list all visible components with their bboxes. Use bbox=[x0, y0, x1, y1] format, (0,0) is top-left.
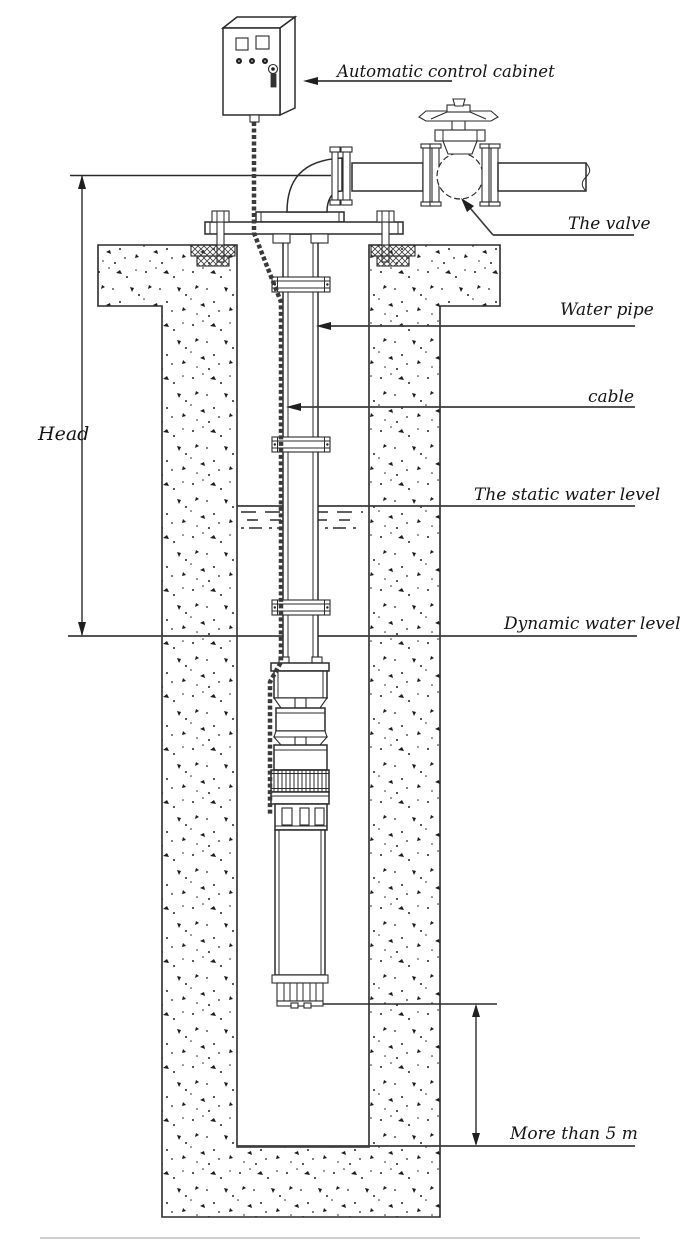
anchor-bolt-left bbox=[190, 210, 236, 267]
static-water-level-label: The static water level bbox=[474, 485, 660, 505]
concrete-cross-section bbox=[97, 244, 501, 1218]
pump-bowl-stage bbox=[273, 744, 328, 771]
min-submergence-label: More than 5 m bbox=[509, 1124, 638, 1144]
cable-label: cable bbox=[588, 387, 634, 407]
arrow-down-icon bbox=[78, 622, 86, 636]
head-label: Head bbox=[37, 423, 89, 445]
cabinet-label: Automatic control cabinet bbox=[335, 62, 555, 81]
pipe-break-icon bbox=[581, 162, 591, 192]
label-cabinet: Automatic control cabinet bbox=[303, 62, 555, 85]
wellhead bbox=[190, 210, 416, 267]
indicator-window bbox=[255, 35, 270, 50]
motor-bottom-band bbox=[271, 974, 329, 984]
check-valve-casing bbox=[273, 670, 328, 699]
label-water-pipe: Water pipe bbox=[316, 300, 654, 330]
arrow-left-icon bbox=[286, 403, 301, 411]
horizontal-pipe bbox=[351, 162, 424, 192]
surface-piping bbox=[286, 98, 591, 213]
motor-bottom-cap bbox=[276, 1000, 324, 1007]
arrow-left-icon bbox=[303, 77, 318, 85]
motor-body bbox=[274, 829, 326, 976]
valve-body bbox=[436, 152, 484, 200]
arrow-up-icon bbox=[78, 175, 86, 189]
valve-label: The valve bbox=[568, 214, 651, 234]
control-cabinet bbox=[220, 15, 298, 123]
valve-bonnet bbox=[442, 140, 478, 155]
outlet-pipe bbox=[497, 162, 587, 192]
dynamic-water-level-label: Dynamic water level bbox=[503, 614, 680, 634]
arrow-up-icon bbox=[472, 1004, 480, 1017]
pump-top-bolt bbox=[311, 656, 323, 664]
valve-stem-nut bbox=[452, 98, 466, 107]
discharge-flange-plate bbox=[255, 211, 345, 223]
pump-bowl-stage bbox=[275, 707, 326, 732]
head-dimension bbox=[78, 175, 86, 636]
pipe-flange-coupling bbox=[271, 436, 331, 453]
valve-flange-left bbox=[420, 143, 442, 207]
arrow-upleft-icon bbox=[461, 198, 474, 212]
arrow-down-icon bbox=[472, 1133, 480, 1146]
cable-gland bbox=[249, 114, 260, 123]
valve-flange-right bbox=[479, 143, 501, 207]
anchor-bolt-right bbox=[370, 210, 416, 267]
annotations: Automatic control cabinet The valve Wate… bbox=[37, 62, 680, 1144]
submersible-pump bbox=[270, 656, 330, 1009]
label-cable: cable bbox=[286, 387, 635, 411]
valve bbox=[418, 98, 499, 200]
label-valve: The valve bbox=[461, 198, 651, 236]
suction-band bbox=[270, 791, 330, 805]
cabinet-side bbox=[279, 15, 296, 117]
indicator-window bbox=[235, 37, 249, 51]
pipe-flange-pair bbox=[329, 146, 353, 206]
well-concrete-structure bbox=[40, 244, 640, 1239]
arrow-left-icon bbox=[316, 322, 331, 330]
submergence-dimension bbox=[472, 1004, 480, 1146]
pipe-flange-coupling bbox=[271, 276, 331, 293]
wellhead-baseplate bbox=[204, 221, 404, 235]
valve-handwheel-icon bbox=[418, 110, 499, 122]
power-cable bbox=[251, 122, 284, 816]
water-pipe-label: Water pipe bbox=[560, 300, 654, 320]
